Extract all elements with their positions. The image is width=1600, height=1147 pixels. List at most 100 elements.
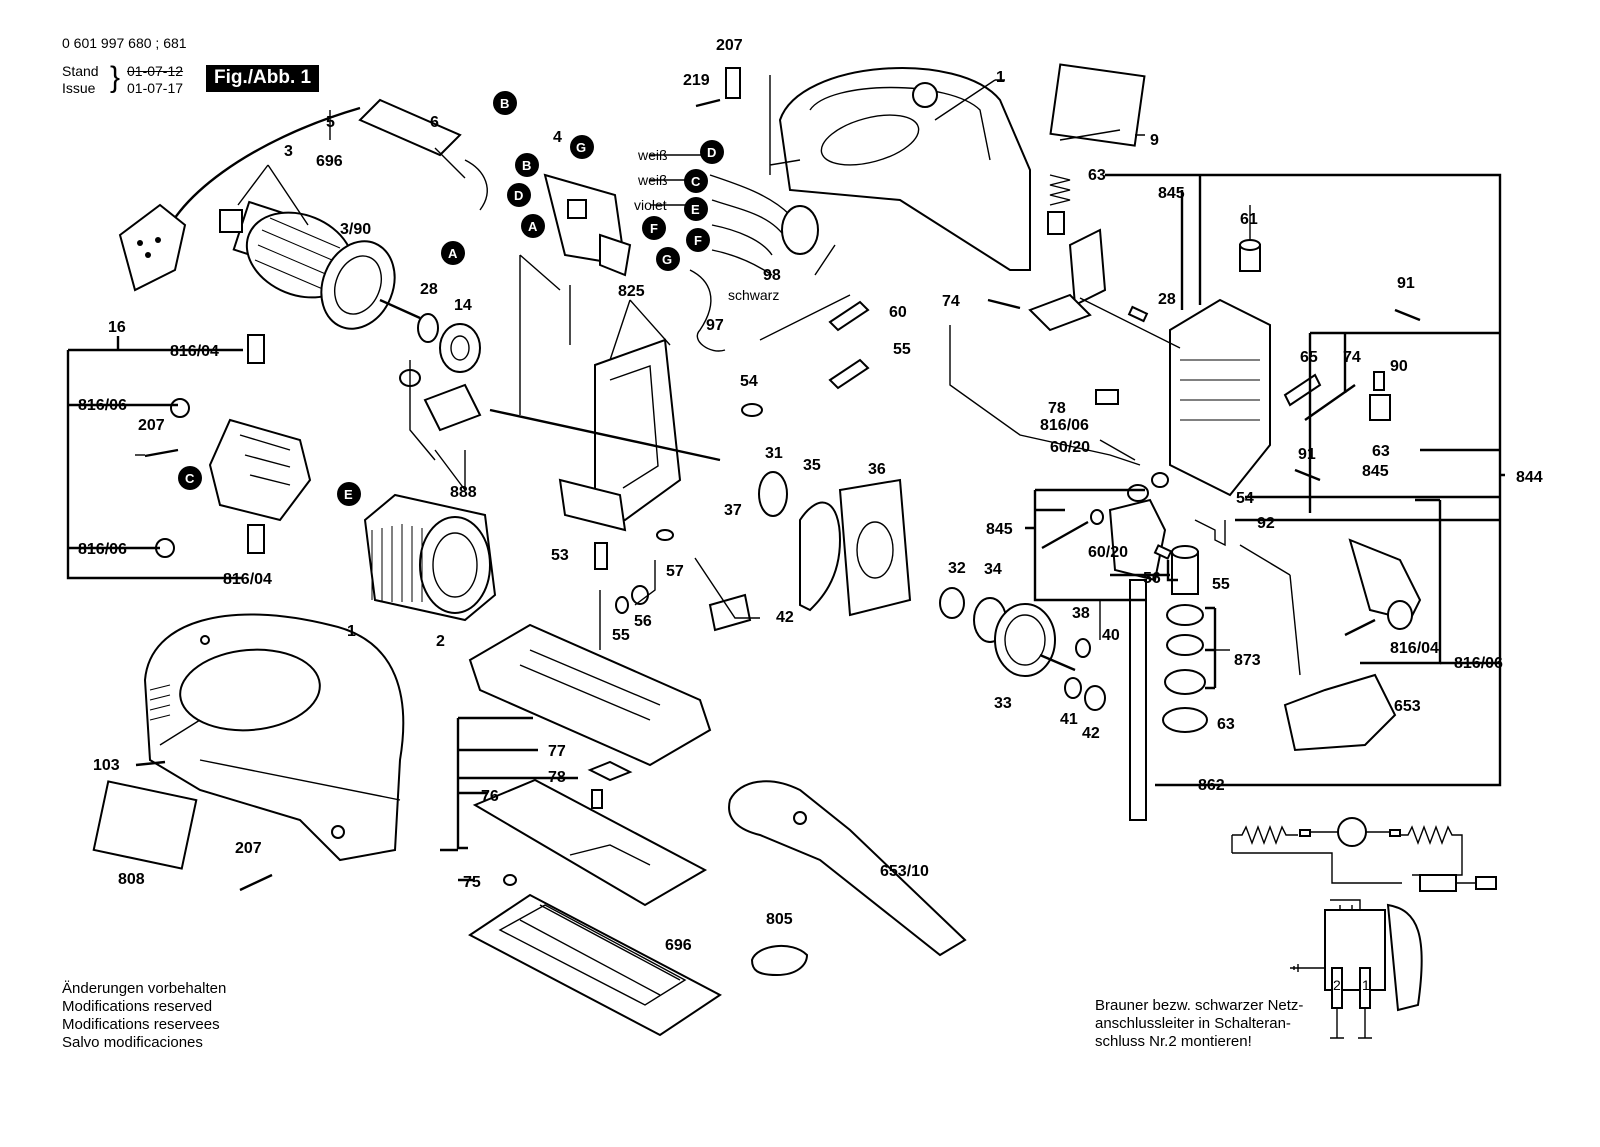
- armature: [219, 200, 421, 330]
- spring-part: [1049, 174, 1071, 206]
- connector-letter: B: [522, 158, 531, 173]
- brush-holder: [144, 334, 312, 558]
- part-label: 653: [1394, 698, 1421, 715]
- clip-part: [725, 67, 741, 99]
- part-label: 54: [1236, 490, 1254, 507]
- part-label: 844: [1516, 469, 1543, 486]
- part-label: 9: [1150, 132, 1159, 149]
- part-label: 34: [984, 561, 1002, 578]
- wire-color-label: schwarz: [728, 287, 779, 303]
- part-label: 862: [1198, 777, 1225, 794]
- washer-part: [1064, 677, 1082, 699]
- part-label: 16: [108, 319, 126, 336]
- connector-letter: B: [500, 96, 509, 111]
- gear-part: [994, 603, 1056, 677]
- pad-part: [1095, 389, 1119, 405]
- part-label: 63: [1088, 167, 1106, 184]
- note-line: schluss Nr.2 montieren!: [1095, 1033, 1252, 1050]
- part-label: 33: [994, 695, 1012, 712]
- part-label: 3: [284, 143, 293, 160]
- note-line: anschlussleiter in Schalteran-: [1095, 1015, 1291, 1032]
- pin-part: [828, 358, 870, 390]
- leader-lines: [66, 75, 1505, 882]
- screw-part: [695, 98, 721, 108]
- wire-color-label: weiß: [637, 147, 668, 163]
- part-label: 36: [868, 461, 886, 478]
- part-label: 5: [326, 114, 335, 131]
- ball-bearing-part: [439, 323, 481, 373]
- screw-part: [135, 760, 166, 767]
- spring-part: [1283, 373, 1322, 407]
- stand-date: 01-07-12: [127, 63, 184, 79]
- part-label: 41: [1060, 711, 1078, 728]
- guard-part: [1283, 673, 1397, 752]
- part-number: 0 601 997 680 ; 681: [62, 35, 187, 51]
- part-label: 816/04: [1390, 640, 1439, 657]
- bushing-part: [1084, 685, 1106, 711]
- connector-letter: F: [650, 221, 658, 236]
- part-label: 816/06: [78, 397, 127, 414]
- part-label: 816/06: [1454, 655, 1503, 672]
- part-label: 219: [683, 72, 710, 89]
- part-label: 60/20: [1050, 439, 1090, 456]
- lever-part: [1028, 293, 1092, 332]
- part-label: 38: [1072, 605, 1090, 622]
- part-label: 74: [942, 293, 960, 310]
- washer-part: [758, 471, 788, 517]
- part-label: 56: [634, 613, 652, 630]
- part-label: 78: [1048, 400, 1066, 417]
- part-label: 696: [316, 153, 343, 170]
- part-label: 4: [553, 129, 562, 146]
- part-label: 32: [948, 560, 966, 577]
- part-label: 207: [138, 417, 165, 434]
- cap-part: [750, 944, 809, 977]
- connector-letter: D: [707, 145, 716, 160]
- cam-plate-part: [799, 501, 842, 612]
- screw-part: [1394, 308, 1421, 322]
- part-label: 77: [548, 743, 566, 760]
- pin-part: [741, 403, 763, 417]
- pin-part: [1304, 384, 1356, 421]
- connector-letter: D: [514, 188, 523, 203]
- part-label: 98: [763, 267, 781, 284]
- needle-bearing-part: [939, 587, 965, 619]
- part-label: 92: [1257, 515, 1275, 532]
- connector-letter: E: [344, 487, 353, 502]
- gear-housing-block: [1169, 239, 1271, 497]
- part-label: 888: [450, 484, 477, 501]
- part-labels: 207 219 1 9 4 6 5 696 3 3/90 28 14 16 81…: [78, 37, 1543, 954]
- part-label: 28: [420, 281, 438, 298]
- terminal-label: 2: [1333, 977, 1341, 993]
- part-label: 103: [93, 757, 120, 774]
- connector-letter: G: [662, 252, 672, 267]
- wire-color-label: weiß: [637, 172, 668, 188]
- pin-part: [1153, 544, 1173, 560]
- bearing-support-part: [423, 383, 482, 432]
- washer-part: [1075, 638, 1091, 658]
- part-label: 653/10: [880, 863, 929, 880]
- part-label: 816/04: [223, 571, 272, 588]
- wiring-harness: [689, 174, 819, 352]
- part-label: 31: [765, 445, 783, 462]
- connector-letter: G: [576, 140, 586, 155]
- note-line: Modifications reserved: [62, 998, 213, 1015]
- part-label: 75: [463, 874, 481, 891]
- part-label: 76: [481, 788, 499, 805]
- part-label: 55: [612, 627, 630, 644]
- issue-label: Issue: [62, 80, 96, 96]
- support-roller-part: [1348, 538, 1422, 622]
- part-label: 61: [1240, 211, 1258, 228]
- part-label: 845: [1362, 463, 1389, 480]
- part-label: 825: [618, 283, 645, 300]
- part-label: 207: [716, 37, 743, 54]
- roller-part: [1369, 394, 1391, 421]
- wire-color-label: violet: [634, 197, 667, 213]
- part-label: 696: [665, 937, 692, 954]
- part-label: 6: [430, 114, 439, 131]
- part-label: 845: [1158, 185, 1185, 202]
- part-label: 2: [436, 633, 445, 650]
- washer-part: [1151, 472, 1169, 488]
- gear-housing-plate: [489, 338, 721, 532]
- part-label: 91: [1298, 446, 1316, 463]
